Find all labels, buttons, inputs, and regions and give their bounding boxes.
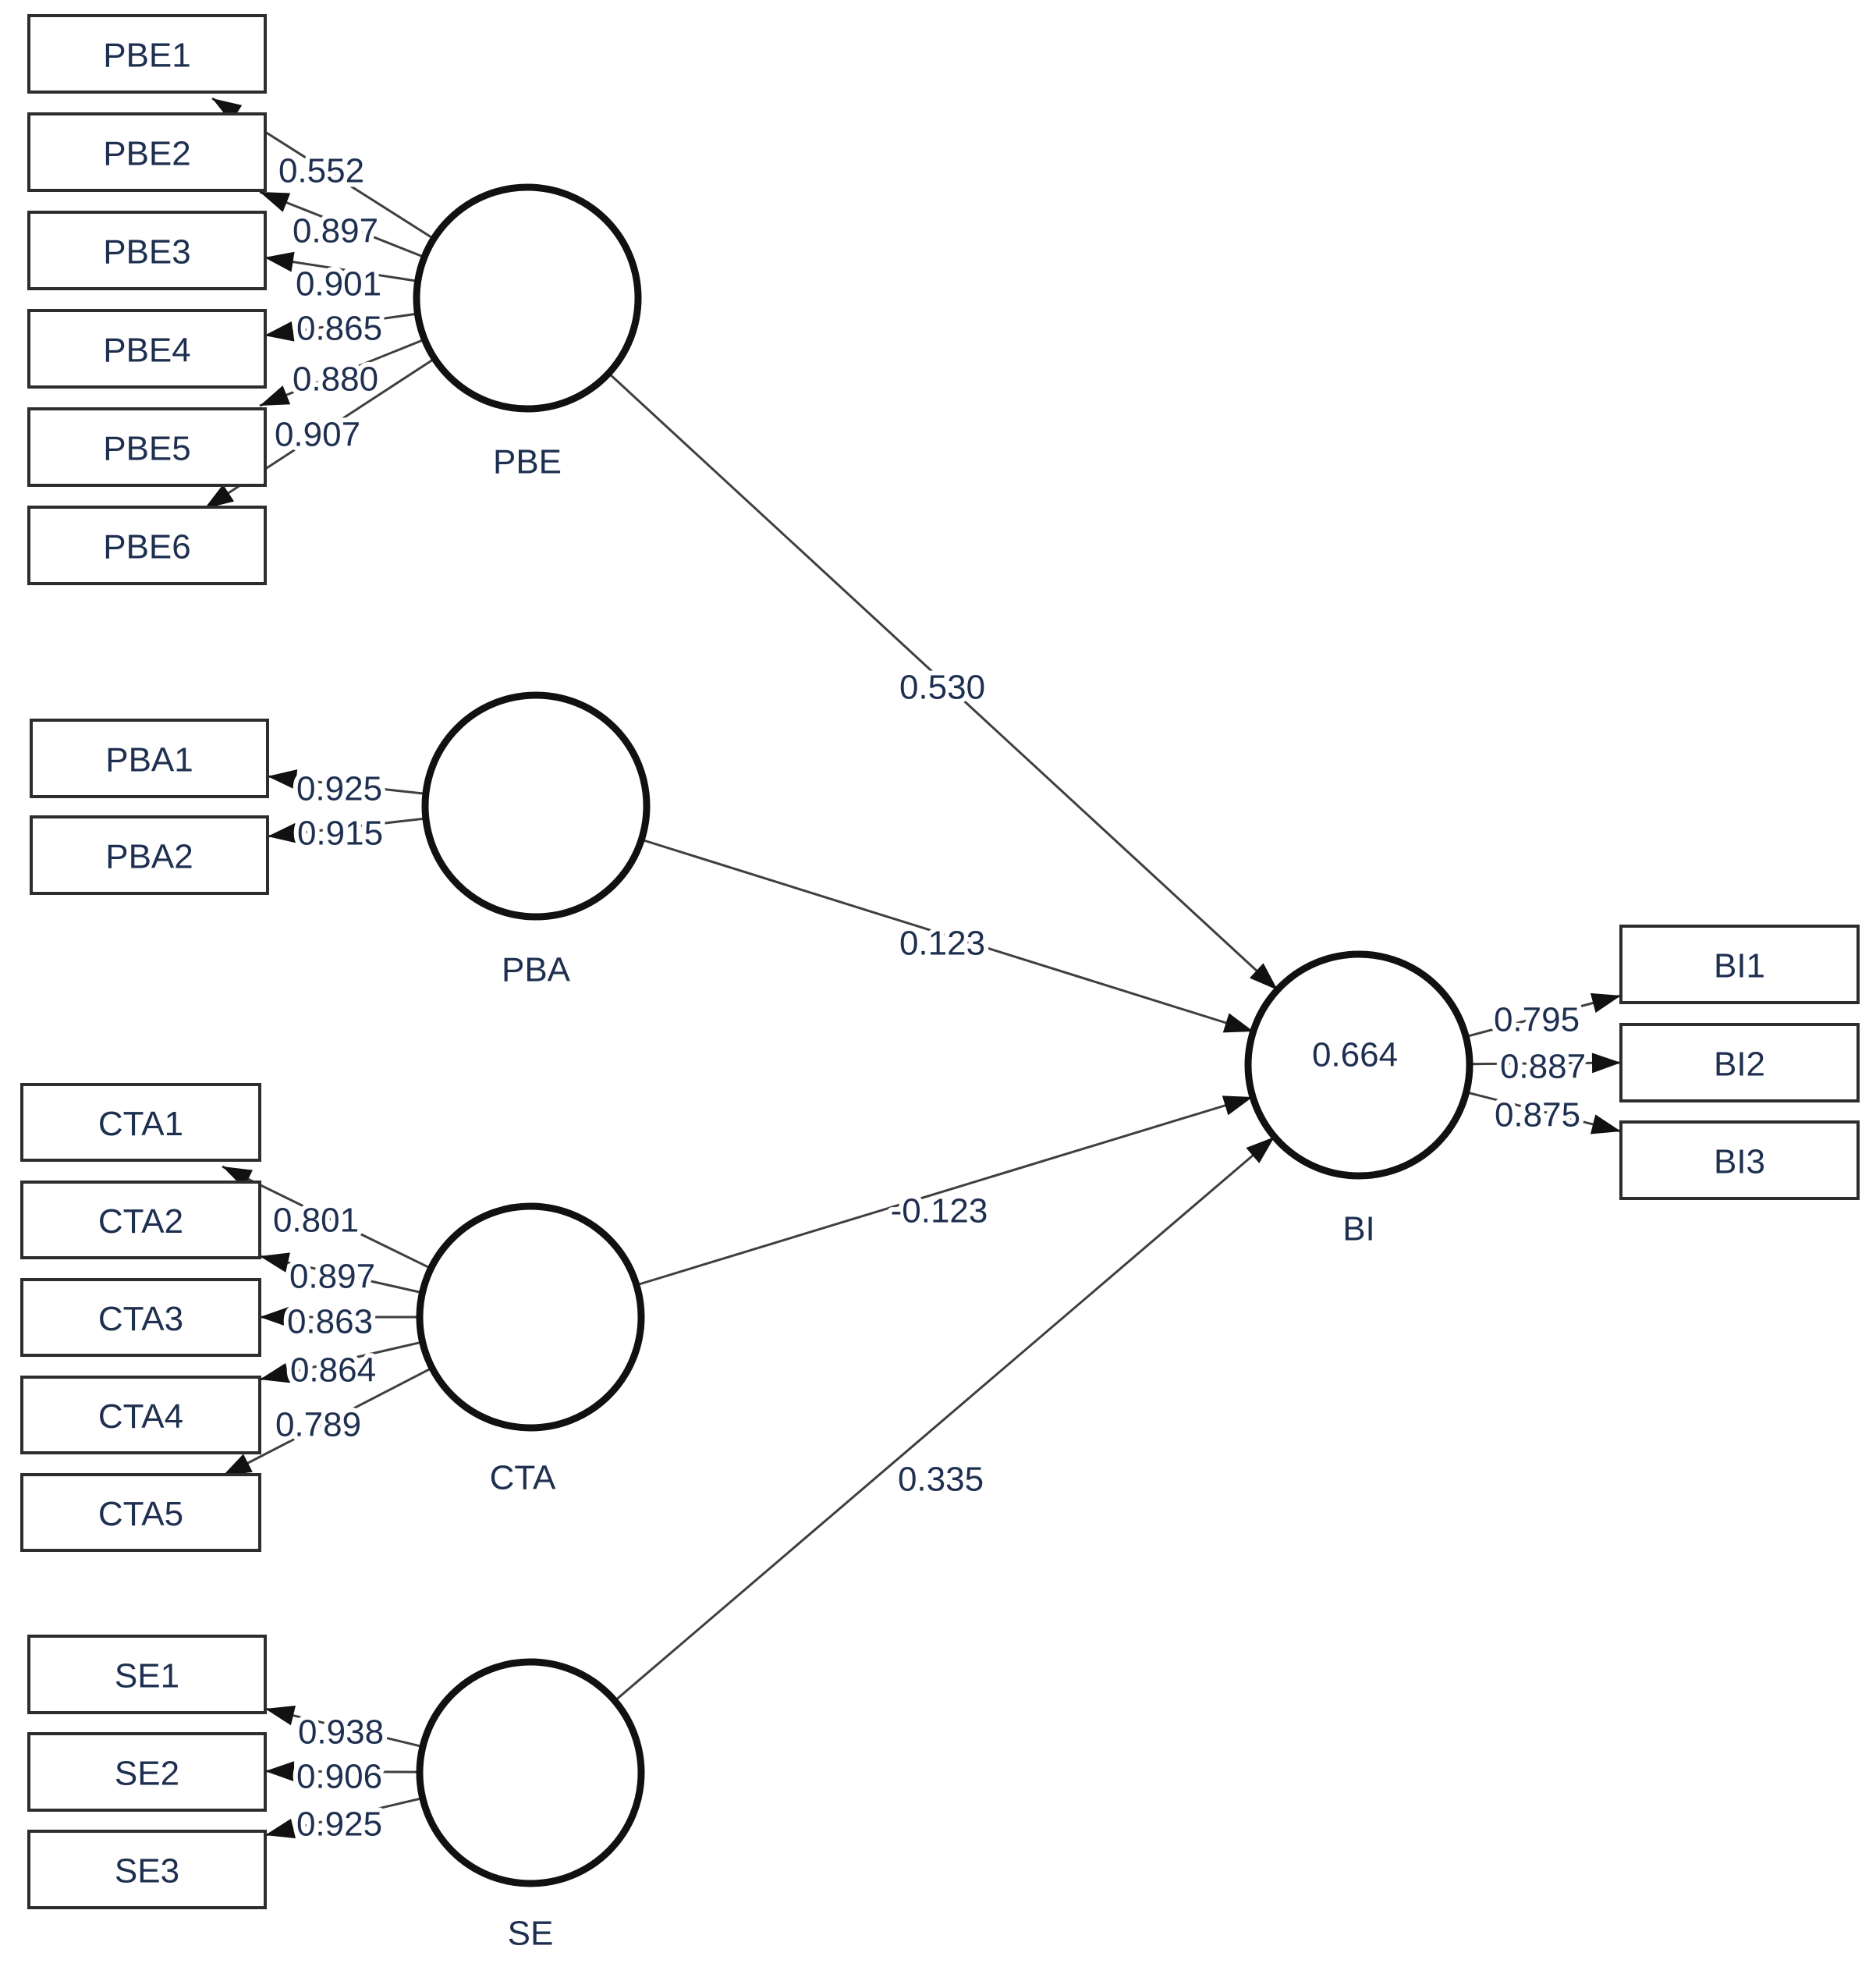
path-coefficient-PBA-to-BI: 0.123: [899, 925, 985, 963]
indicator-rect-CTA4: [20, 1376, 261, 1454]
loading-value-SE3: 0.925: [296, 1805, 382, 1844]
indicator-rect-PBE5: [27, 407, 267, 487]
indicator-label-PBA1: PBA1: [105, 741, 193, 779]
indicator-rect-PBA2: [30, 815, 269, 895]
indicator-rect-CTA5: [20, 1473, 261, 1552]
indicator-rect-PBE4: [27, 309, 267, 389]
loading-arrow-BI2: [1469, 1053, 1622, 1074]
indicator-rect-CTA1: [20, 1083, 261, 1162]
loading-value-BI2: 0.887: [1500, 1048, 1586, 1086]
indicator-rect-SE1: [27, 1635, 267, 1714]
indicator-rect-BI1: [1619, 925, 1860, 1004]
loading-value-PBA1: 0.925: [296, 770, 382, 808]
path-arrow-CTA-to-BI: [636, 1095, 1254, 1287]
path-coefficient-CTA-to-BI: -0.123: [891, 1192, 988, 1230]
indicator-label-CTA3: CTA3: [98, 1300, 183, 1338]
indicator-label-PBE6: PBE6: [103, 528, 191, 566]
loading-value-CTA2: 0.897: [289, 1258, 375, 1296]
indicator-rect-CTA2: [20, 1181, 261, 1259]
indicator-label-CTA1: CTA1: [98, 1105, 183, 1143]
loading-arrow-PBE3: [264, 251, 418, 282]
path-arrow-PBE-to-BI: [607, 371, 1279, 992]
loading-arrow-PBA1: [267, 769, 427, 795]
loading-arrow-PBA2: [267, 817, 427, 843]
shapes-layer: [20, 14, 1860, 1909]
path-coefficient-PBE-to-BI: 0.530: [899, 669, 985, 707]
loading-value-PBE4: 0.865: [296, 310, 382, 348]
indicator-label-PBE1: PBE1: [103, 37, 191, 75]
path-coefficient-SE-to-BI: 0.335: [898, 1461, 984, 1499]
indicator-label-PBE3: PBE3: [103, 233, 191, 272]
loading-arrow-BI1: [1465, 992, 1622, 1039]
loading-arrow-SE1: [264, 1706, 424, 1749]
loading-value-CTA3: 0.863: [287, 1303, 373, 1341]
indicator-label-CTA2: CTA2: [98, 1202, 183, 1241]
indicator-rect-PBE1: [27, 14, 267, 94]
indicator-label-PBE4: PBE4: [103, 332, 191, 370]
loading-value-PBA2: 0.915: [297, 815, 383, 853]
text-layer: PBE10.552PBE20.897PBE30.901PBE40.865PBE5…: [98, 37, 1765, 1953]
latent-circle-CTA: [416, 1202, 645, 1432]
indicator-rect-PBE2: [27, 112, 267, 192]
indicator-rect-SE3: [27, 1830, 267, 1909]
loading-arrow-PBE4: [264, 312, 418, 342]
indicator-rect-PBE6: [27, 506, 267, 585]
loading-value-PBE1: 0.552: [278, 152, 364, 190]
loading-value-PBE6: 0.907: [275, 416, 360, 454]
indicator-label-BI3: BI3: [1714, 1143, 1765, 1181]
latent-label-CTA: CTA: [490, 1459, 556, 1497]
indicator-label-SE2: SE2: [115, 1755, 179, 1793]
indicator-label-SE1: SE1: [115, 1657, 179, 1695]
indicator-rect-BI3: [1619, 1120, 1860, 1200]
latent-label-PBE: PBE: [493, 443, 562, 481]
indicator-label-BI1: BI1: [1714, 947, 1765, 985]
loading-value-BI1: 0.795: [1494, 1001, 1580, 1039]
indicator-label-CTA5: CTA5: [98, 1495, 183, 1533]
indicator-rect-PBA1: [30, 719, 269, 798]
loading-value-SE1: 0.938: [298, 1713, 384, 1752]
latent-label-SE: SE: [508, 1915, 554, 1953]
indicator-label-CTA4: CTA4: [98, 1397, 183, 1436]
indicator-rect-SE2: [27, 1732, 267, 1812]
loading-value-PBE2: 0.897: [293, 212, 378, 250]
loading-value-PBE5: 0.880: [293, 360, 378, 399]
loading-arrow-SE3: [264, 1797, 424, 1839]
loading-arrow-CTA4: [259, 1340, 423, 1383]
latent-circle-PBA: [421, 691, 651, 921]
loading-value-CTA5: 0.789: [275, 1406, 361, 1444]
loading-arrow-CTA5: [222, 1366, 433, 1478]
loading-value-PBE3: 0.901: [296, 265, 381, 304]
loading-value-SE2: 0.906: [296, 1758, 382, 1796]
loading-arrow-PBE5: [259, 338, 425, 407]
indicator-rect-BI2: [1619, 1023, 1860, 1102]
latent-label-PBA: PBA: [502, 951, 571, 989]
indicator-rect-CTA3: [20, 1278, 261, 1357]
loading-arrow-BI3: [1466, 1091, 1622, 1134]
r-squared-value-BI: 0.664: [1312, 1036, 1398, 1074]
latent-circle-PBE: [413, 183, 642, 413]
loading-value-CTA4: 0.864: [290, 1351, 376, 1390]
loading-arrow-SE2: [264, 1761, 420, 1782]
indicator-label-PBE5: PBE5: [103, 430, 191, 468]
path-arrow-PBA-to-BI: [640, 838, 1254, 1033]
loading-value-CTA1: 0.801: [273, 1202, 359, 1240]
indicator-label-PBE2: PBE2: [103, 135, 191, 173]
indicator-label-SE3: SE3: [115, 1852, 179, 1891]
indicator-label-PBA2: PBA2: [105, 838, 193, 876]
latent-label-BI: BI: [1342, 1210, 1375, 1248]
indicator-label-BI2: BI2: [1714, 1046, 1765, 1084]
latent-circle-SE: [416, 1658, 645, 1887]
edges-layer: [204, 97, 1622, 1839]
indicator-rect-PBE3: [27, 211, 267, 290]
loading-value-BI3: 0.875: [1495, 1096, 1580, 1134]
path-arrow-SE-to-BI: [614, 1135, 1275, 1702]
latent-circle-BI: [1244, 950, 1473, 1180]
loading-arrow-PBE2: [259, 190, 425, 259]
loading-arrow-CTA2: [259, 1252, 423, 1294]
